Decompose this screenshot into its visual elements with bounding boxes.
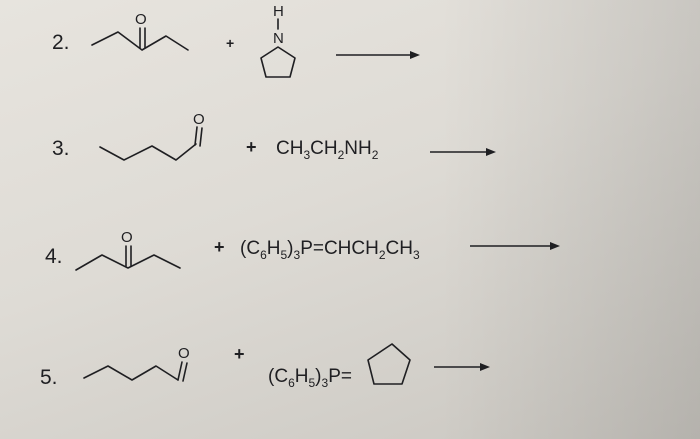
cyclopentylidene-ring-icon	[367, 343, 411, 385]
problem-number-4: 4.	[45, 245, 63, 268]
carbonyl-oxygen-2: O	[135, 11, 147, 28]
carbonyl-oxygen-3: O	[193, 111, 205, 128]
amine-hydrogen-label: H	[273, 3, 284, 20]
reagent-formula-3: CH3CH2NH2	[276, 138, 379, 162]
amine-nitrogen-label: N	[273, 30, 284, 47]
plus-sign-2: +	[226, 35, 235, 51]
reaction-arrow-4	[470, 242, 560, 250]
reaction-arrow-2	[336, 51, 420, 59]
ketone-skeletal-structure-icon: O	[91, 11, 189, 51]
problem-number-2: 2.	[52, 31, 70, 54]
butanal-skeletal-structure-icon: O	[99, 111, 205, 161]
problem-number-3: 3.	[52, 137, 70, 160]
pentanal-skeletal-structure-icon: O	[83, 345, 190, 382]
reaction-arrow-3	[430, 148, 496, 156]
plus-sign-4: +	[214, 237, 225, 257]
reagent-formula-5: (C6H5)3P=	[268, 366, 352, 390]
problem-number-5: 5.	[40, 366, 58, 389]
carbonyl-oxygen-5: O	[178, 345, 190, 362]
plus-sign-5: +	[234, 344, 245, 364]
reaction-arrow-5	[434, 363, 490, 371]
3-pentanone-skeletal-structure-icon: O	[75, 229, 181, 271]
reagent-formula-4: (C6H5)3P=CHCH2CH3	[240, 238, 420, 262]
pyrrolidine-ring-icon: H N	[260, 3, 296, 78]
plus-sign-3: +	[246, 137, 257, 157]
carbonyl-oxygen-4: O	[121, 229, 133, 246]
